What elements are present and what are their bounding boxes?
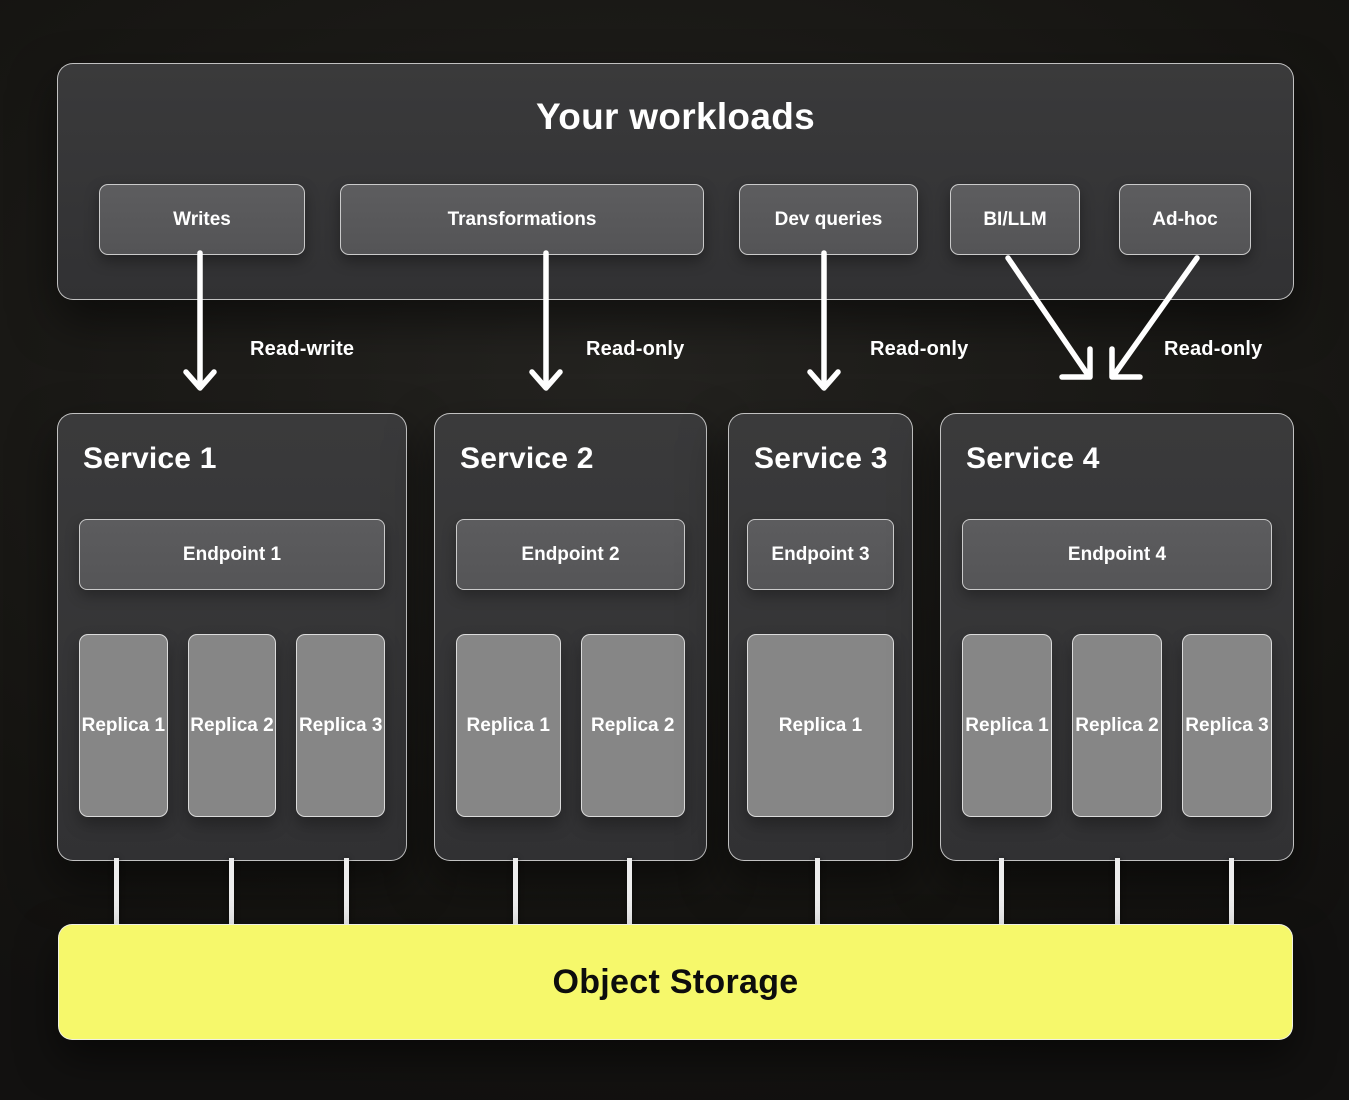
service-4-replica-3: Replica 3	[1182, 634, 1272, 817]
service-1-replica-3: Replica 3	[296, 634, 386, 817]
service-3-replica-1: Replica 1	[747, 634, 894, 817]
arrow-label-read-only-2: Read-only	[870, 338, 969, 360]
connector-s1-r3	[344, 858, 349, 925]
service-2-replica-2: Replica 2	[580, 634, 685, 817]
service-1-title: Service 1	[83, 442, 217, 475]
service-2-endpoint: Endpoint 2	[456, 519, 685, 590]
service-1-replica-2: Replica 2	[187, 634, 277, 817]
workload-chip-dev-queries: Dev queries	[739, 184, 918, 255]
workload-chip-bi-llm: BI/LLM	[950, 184, 1080, 255]
service-3-title: Service 3	[754, 442, 888, 475]
service-2-title: Service 2	[460, 442, 594, 475]
your-workloads-panel: Your workloads Writes Transformations De…	[57, 63, 1294, 300]
service-2-box: Service 2 Endpoint 2 Replica 1 Replica 2	[434, 413, 707, 861]
workload-chip-ad-hoc: Ad-hoc	[1119, 184, 1251, 255]
workload-chip-writes: Writes	[99, 184, 305, 255]
service-1-box: Service 1 Endpoint 1 Replica 1 Replica 2…	[57, 413, 407, 861]
service-2-replica-1: Replica 1	[456, 634, 561, 817]
arrow-label-read-write: Read-write	[250, 338, 355, 360]
service-4-replica-1: Replica 1	[962, 634, 1052, 817]
service-1-replicas: Replica 1 Replica 2 Replica 3	[79, 634, 386, 817]
workload-chip-transformations: Transformations	[340, 184, 704, 255]
connector-s4-r2	[1115, 858, 1120, 925]
service-2-replicas: Replica 1 Replica 2	[456, 634, 685, 817]
connector-s2-r2	[627, 858, 632, 925]
connector-s4-r3	[1229, 858, 1234, 925]
connector-s4-r1	[999, 858, 1004, 925]
connector-s3-r1	[815, 858, 820, 925]
service-3-endpoint: Endpoint 3	[747, 519, 894, 590]
service-1-replica-1: Replica 1	[79, 634, 168, 817]
service-4-replicas: Replica 1 Replica 2 Replica 3	[962, 634, 1272, 817]
arrow-label-read-only-1: Read-only	[586, 338, 685, 360]
service-4-title: Service 4	[966, 442, 1100, 475]
connector-s1-r2	[229, 858, 234, 925]
connector-s2-r1	[513, 858, 518, 925]
service-4-box: Service 4 Endpoint 4 Replica 1 Replica 2…	[940, 413, 1294, 861]
arrow-label-read-only-3: Read-only	[1164, 338, 1263, 360]
service-1-endpoint: Endpoint 1	[79, 519, 385, 590]
connector-s1-r1	[114, 858, 119, 925]
service-4-endpoint: Endpoint 4	[962, 519, 1272, 590]
workloads-title: Your workloads	[535, 96, 815, 137]
service-4-replica-2: Replica 2	[1072, 634, 1162, 817]
service-3-box: Service 3 Endpoint 3 Replica 1	[728, 413, 913, 861]
service-3-replicas: Replica 1	[747, 634, 894, 817]
object-storage-bar: Object Storage	[58, 924, 1293, 1040]
